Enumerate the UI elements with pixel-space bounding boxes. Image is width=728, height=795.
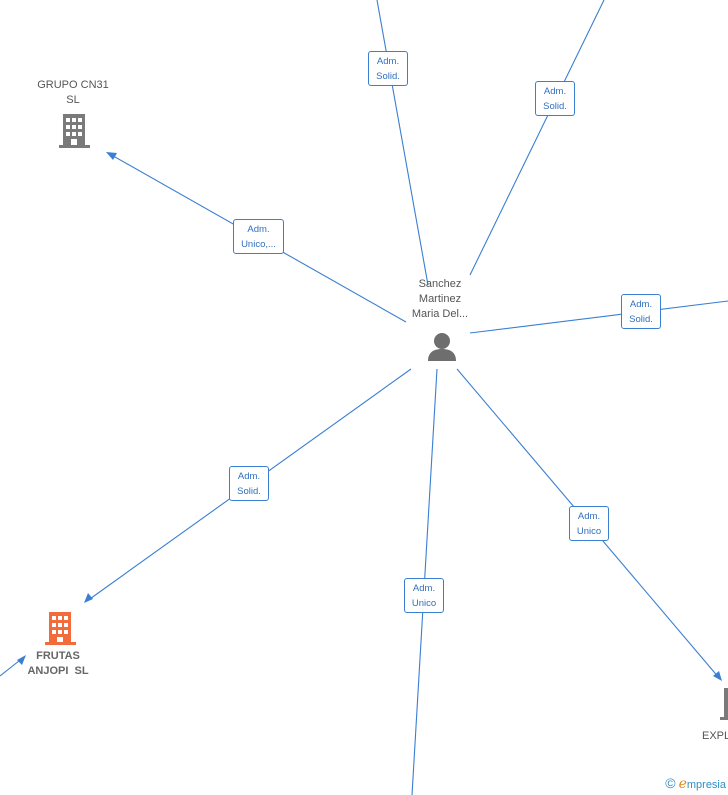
edge-top-left: [376, 0, 429, 286]
company-label-grupo-line-1: GRUPO CN31: [37, 79, 109, 91]
relation-badge-grupo-type: Unico,...: [241, 239, 276, 250]
relation-badge-frutas-role: Adm.: [237, 471, 261, 482]
arrowhead-grupo: [106, 152, 117, 160]
relation-badge-expl[interactable]: Adm. Unico: [569, 506, 609, 541]
relation-badge-right-type: Solid.: [629, 314, 653, 325]
company-label-expl-line-1: EXPL: [702, 730, 728, 742]
empresia-logo-text: mpresia: [686, 779, 726, 791]
arrowhead-frutas-incoming: [17, 655, 26, 665]
person-name-line-1: Sanchez: [418, 278, 462, 290]
company-label-expl[interactable]: EXPL: [702, 729, 728, 744]
person-name-label[interactable]: Sanchez Martinez Maria Del...: [400, 277, 480, 322]
empresia-watermark: © empresia: [665, 775, 726, 792]
relation-badge-bottom[interactable]: Adm. Unico: [404, 578, 444, 613]
arrowhead-expl: [713, 671, 722, 681]
relation-badge-right[interactable]: Adm. Solid.: [621, 294, 661, 329]
edge-right: [469, 300, 728, 334]
relation-badge-top-right[interactable]: Adm. Solid.: [535, 81, 575, 116]
relation-badge-right-role: Adm.: [629, 299, 653, 310]
relation-badge-bottom-type: Unico: [411, 598, 437, 609]
company-label-grupo[interactable]: GRUPO CN31 SL: [28, 78, 118, 108]
relation-badge-top-right-role: Adm.: [543, 86, 567, 97]
person-icon[interactable]: [428, 333, 456, 361]
company-label-grupo-line-2: SL: [66, 94, 80, 106]
company-label-frutas[interactable]: FRUTAS ANJOPI SL: [13, 649, 103, 679]
person-name-line-3: Maria Del...: [411, 308, 469, 320]
relation-badge-top-left-role: Adm.: [376, 56, 400, 67]
relation-badge-top-left-type: Solid.: [376, 71, 400, 82]
relation-badge-top-left[interactable]: Adm. Solid.: [368, 51, 408, 86]
relation-badge-frutas[interactable]: Adm. Solid.: [229, 466, 269, 501]
empresia-logo-initial: e: [678, 776, 687, 792]
relation-badge-grupo[interactable]: Adm. Unico,...: [233, 219, 284, 254]
company-label-frutas-line-1: FRUTAS: [36, 650, 80, 662]
relation-badge-top-right-type: Solid.: [543, 101, 567, 112]
building-icon-grupo[interactable]: [59, 114, 90, 148]
building-icon-expl[interactable]: [720, 688, 728, 720]
person-name-line-2: Martinez: [418, 293, 462, 305]
copyright-icon: ©: [665, 775, 676, 791]
company-label-frutas-line-2: ANJOPI SL: [27, 665, 89, 677]
relation-badge-expl-role: Adm.: [577, 511, 601, 522]
building-icon-frutas[interactable]: [45, 612, 76, 645]
relation-badge-bottom-role: Adm.: [412, 583, 436, 594]
relation-badge-frutas-type: Solid.: [237, 486, 261, 497]
arrowhead-frutas: [84, 593, 93, 603]
relation-badge-grupo-role: Adm.: [247, 224, 270, 235]
relation-badge-expl-type: Unico: [576, 526, 602, 537]
edge-top-right: [469, 0, 605, 276]
